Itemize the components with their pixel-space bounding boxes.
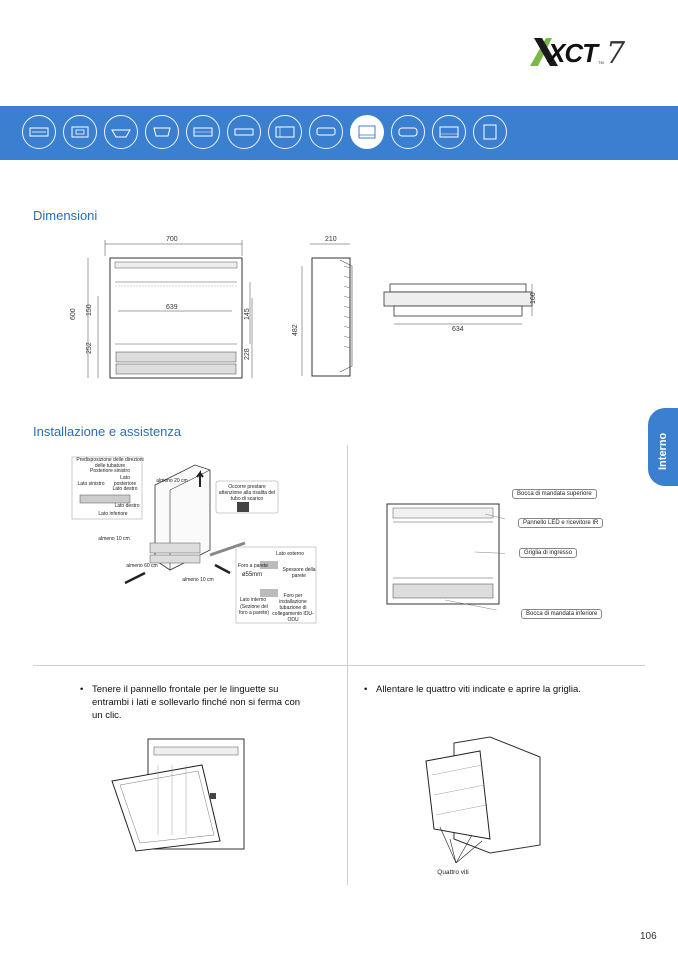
outer-side-label: Lato esterno [276, 551, 304, 557]
side-view-drawing [301, 243, 353, 377]
section-label: (Sezione del foro a parete) [238, 604, 270, 616]
hole-size-label: ø55mm [241, 572, 263, 578]
side-depth-dim: 210 [325, 236, 337, 243]
front-height-dim: 600 [70, 308, 77, 320]
step-2-illustration [425, 736, 541, 864]
round-cassette-icon[interactable] [104, 115, 138, 149]
callout-upper-outlet: Bocca di mandata superiore [512, 489, 597, 499]
front-grille-top-dim: 145 [244, 308, 251, 320]
cassette-icon[interactable] [22, 115, 56, 149]
front-bottom-section-dim: 252 [86, 342, 93, 354]
logo-text: XCT [548, 38, 598, 68]
left-side-label: Lato sinistro [77, 481, 105, 487]
compact-cassette-icon[interactable] [63, 115, 97, 149]
drain-note-label: Occorre prestare attenzione alla risalit… [218, 484, 276, 502]
logo-tm: TM [598, 60, 604, 65]
front-width-dim: 700 [166, 236, 178, 243]
step-1-illustration [111, 738, 245, 852]
piping-title-label: Predisposizione delle direzioni delle tu… [76, 457, 144, 469]
step-2-text: • Allentare le quattro viti indicate e a… [364, 684, 581, 695]
logo-number: 7 [606, 36, 626, 71]
section-divider [33, 665, 645, 666]
floor-ceiling-icon[interactable] [432, 115, 466, 149]
rear-left-label: Posteriore sinistro [89, 468, 130, 474]
clearance-top-label: almeno 20 cm [156, 478, 188, 484]
wall-mounted-icon[interactable] [391, 115, 425, 149]
callout-led-panel: Pannello LED e ricevitore IR [518, 518, 604, 528]
top-view-drawing [383, 283, 533, 325]
callout-lower-outlet: Bocca di mandata inferiore [521, 609, 603, 619]
section-side-tab[interactable]: Interno [648, 408, 678, 486]
product-category-band [0, 106, 678, 160]
four-screws-caption: Quattro viti [437, 869, 469, 876]
installation-title: Installazione e assistenza [33, 424, 182, 439]
front-grille-bottom-dim: 228 [244, 348, 251, 360]
page-number: 106 [640, 931, 657, 942]
wall-hole-label: Foro a parete [237, 563, 269, 569]
floor-console-icon[interactable] [350, 115, 384, 149]
clearance-right-label: almeno 10 cm [182, 577, 214, 583]
dimensions-title: Dimensioni [33, 208, 98, 223]
slim-duct-icon[interactable] [227, 115, 261, 149]
front-inner-width-dim: 639 [166, 304, 178, 311]
front-top-section-dim: 150 [86, 304, 93, 316]
right-side-label-2: Lato destro [114, 503, 140, 509]
side-height-dim: 482 [292, 324, 299, 336]
installation-clearance-drawing [71, 456, 317, 624]
front-view-drawing [87, 240, 253, 379]
pipe-hole-label: Foro per installazione tubazione di coll… [272, 593, 314, 623]
lower-side-label: Lato inferiore [98, 511, 128, 517]
callout-intake-grille: Griglia di ingresso [519, 548, 578, 558]
unit-front-callout-drawing [386, 503, 505, 610]
cabinet-icon[interactable] [473, 115, 507, 149]
wall-thickness-label: Spessore della parete [282, 567, 316, 579]
top-depth-dim: 160 [530, 292, 537, 304]
rear-side-label: Lato posteriore [113, 475, 137, 487]
clearance-front-label: almeno 60 cm [126, 563, 158, 569]
brand-logo: XCT 7 TM [528, 30, 638, 76]
high-pressure-duct-icon[interactable] [268, 115, 302, 149]
side-tab-label: Interno [657, 432, 669, 470]
clearance-left-label: almeno 10 cm [98, 536, 130, 542]
step-1-text: • Tenere il pannello frontale per le lin… [80, 684, 301, 721]
top-width-dim: 634 [452, 326, 464, 333]
one-way-cassette-icon[interactable] [145, 115, 179, 149]
inner-side-label: Lato interno [239, 597, 267, 603]
ceiling-icon[interactable] [309, 115, 343, 149]
right-side-label-1: Lato destro [112, 486, 138, 492]
duct-icon[interactable] [186, 115, 220, 149]
